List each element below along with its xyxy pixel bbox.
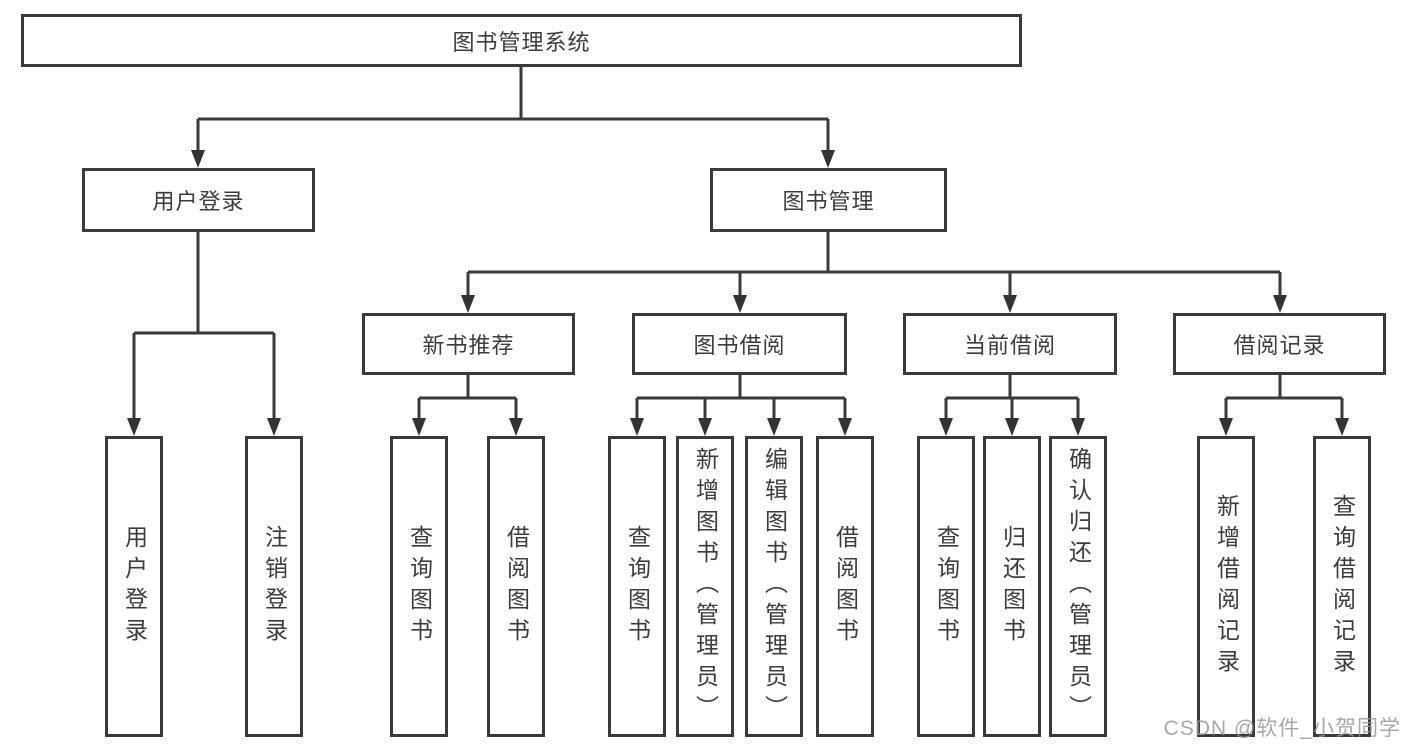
leaf-confirm-return-admin: 确认归还（管理员） [1049, 436, 1107, 737]
node-book-borrow-label: 图书借阅 [693, 333, 786, 358]
node-current-borrow: 当前借阅 [903, 313, 1117, 375]
leaf-current-query-books-label: 查询图书 [933, 524, 960, 649]
connector-new-book-recommend-children [412, 375, 523, 436]
leaf-add-borrow-record: 新增借阅记录 [1197, 436, 1255, 737]
node-library-system-label: 图书管理系统 [452, 29, 591, 55]
node-library-system: 图书管理系统 [21, 14, 1022, 67]
connector-book-management-children [461, 232, 1287, 313]
connector-borrow-records-children [1219, 375, 1349, 436]
node-borrow-records-label: 借阅记录 [1233, 333, 1326, 358]
leaf-borrow-query-books: 查询图书 [608, 436, 666, 737]
leaf-borrow-books: 借阅图书 [816, 436, 874, 737]
leaf-user-login: 用户登录 [105, 436, 163, 737]
node-user-login: 用户登录 [82, 168, 315, 232]
connector-root-to-level1 [191, 67, 835, 168]
connector-book-borrow-children [630, 375, 852, 436]
leaf-edit-book-admin: 编辑图书（管理员） [745, 436, 803, 737]
node-borrow-records: 借阅记录 [1173, 313, 1386, 375]
leaf-logout: 注销登录 [245, 436, 303, 737]
node-book-management-label: 图书管理 [782, 189, 875, 214]
leaf-recommend-borrow-books-label: 借阅图书 [503, 524, 530, 649]
leaf-query-borrow-record-label: 查询借阅记录 [1329, 493, 1356, 680]
node-new-book-recommend: 新书推荐 [362, 313, 575, 375]
leaf-recommend-borrow-books: 借阅图书 [487, 436, 545, 737]
leaf-user-login-label: 用户登录 [121, 524, 148, 649]
leaf-recommend-query-books: 查询图书 [390, 436, 448, 737]
leaf-current-query-books: 查询图书 [917, 436, 975, 737]
connector-current-borrow-children [939, 375, 1085, 436]
node-new-book-recommend-label: 新书推荐 [422, 333, 515, 358]
node-current-borrow-label: 当前借阅 [963, 333, 1056, 358]
leaf-confirm-return-admin-label: 确认归还（管理员） [1065, 447, 1092, 726]
node-book-borrow: 图书借阅 [632, 313, 847, 375]
leaf-borrow-query-books-label: 查询图书 [624, 524, 651, 649]
leaf-return-books-label: 归还图书 [999, 524, 1026, 649]
leaf-borrow-books-label: 借阅图书 [832, 524, 859, 649]
leaf-add-borrow-record-label: 新增借阅记录 [1213, 493, 1240, 680]
leaf-add-book-admin-label: 新增图书（管理员） [692, 447, 719, 726]
node-book-management: 图书管理 [710, 168, 947, 232]
leaf-add-book-admin: 新增图书（管理员） [676, 436, 734, 737]
connector-user-login-children [127, 232, 281, 436]
leaf-logout-label: 注销登录 [261, 524, 288, 649]
node-user-login-label: 用户登录 [152, 189, 245, 214]
leaf-query-borrow-record: 查询借阅记录 [1313, 436, 1371, 737]
leaf-return-books: 归还图书 [983, 436, 1041, 737]
watermark: CSDN @软件_小贺同学 [1163, 717, 1401, 740]
leaf-edit-book-admin-label: 编辑图书（管理员） [761, 447, 788, 726]
leaf-recommend-query-books-label: 查询图书 [406, 524, 433, 649]
